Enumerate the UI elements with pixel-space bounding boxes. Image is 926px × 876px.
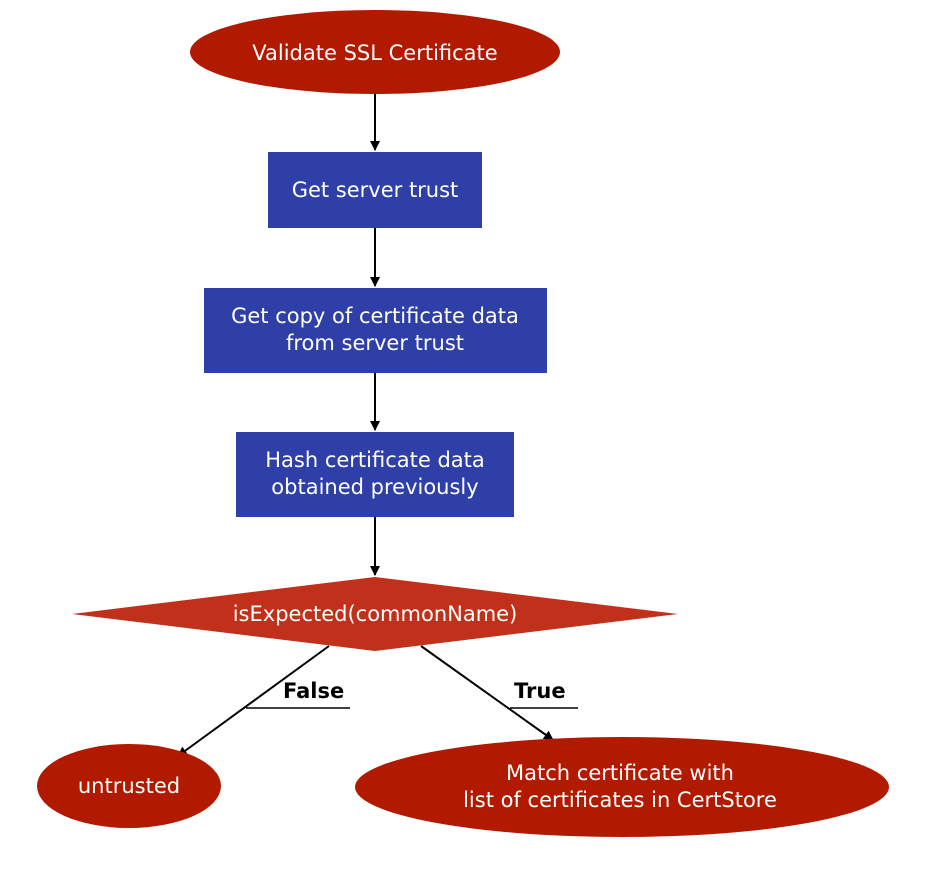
copy-certificate-node: Get copy of certificate data from server… <box>204 288 547 373</box>
true-edge-label: True <box>514 679 566 703</box>
get-server-trust-node: Get server trust <box>268 152 482 228</box>
decision-node: isExpected(commonName) <box>72 577 678 651</box>
hash-certificate-node: Hash certificate data obtained previousl… <box>236 432 514 517</box>
copy-certificate-label-line2: from server trust <box>286 331 464 355</box>
edge-decision-true <box>420 645 554 741</box>
hash-certificate-label-line1: Hash certificate data <box>265 448 485 472</box>
untrusted-label: untrusted <box>78 774 180 798</box>
match-certificate-label-line1: Match certificate with <box>506 761 734 785</box>
edge-decision-false <box>177 645 330 757</box>
hash-certificate-label-line2: obtained previously <box>271 475 478 499</box>
decision-label: isExpected(commonName) <box>233 602 518 626</box>
false-edge-label: False <box>283 679 344 703</box>
get-server-trust-label: Get server trust <box>292 178 459 202</box>
start-node-label: Validate SSL Certificate <box>252 41 497 65</box>
untrusted-node: untrusted <box>37 744 221 828</box>
match-certificate-label-line2: list of certificates in CertStore <box>463 788 777 812</box>
match-certificate-node: Match certificate with list of certifica… <box>355 737 889 837</box>
start-node: Validate SSL Certificate <box>190 10 560 94</box>
copy-certificate-label-line1: Get copy of certificate data <box>231 304 519 328</box>
